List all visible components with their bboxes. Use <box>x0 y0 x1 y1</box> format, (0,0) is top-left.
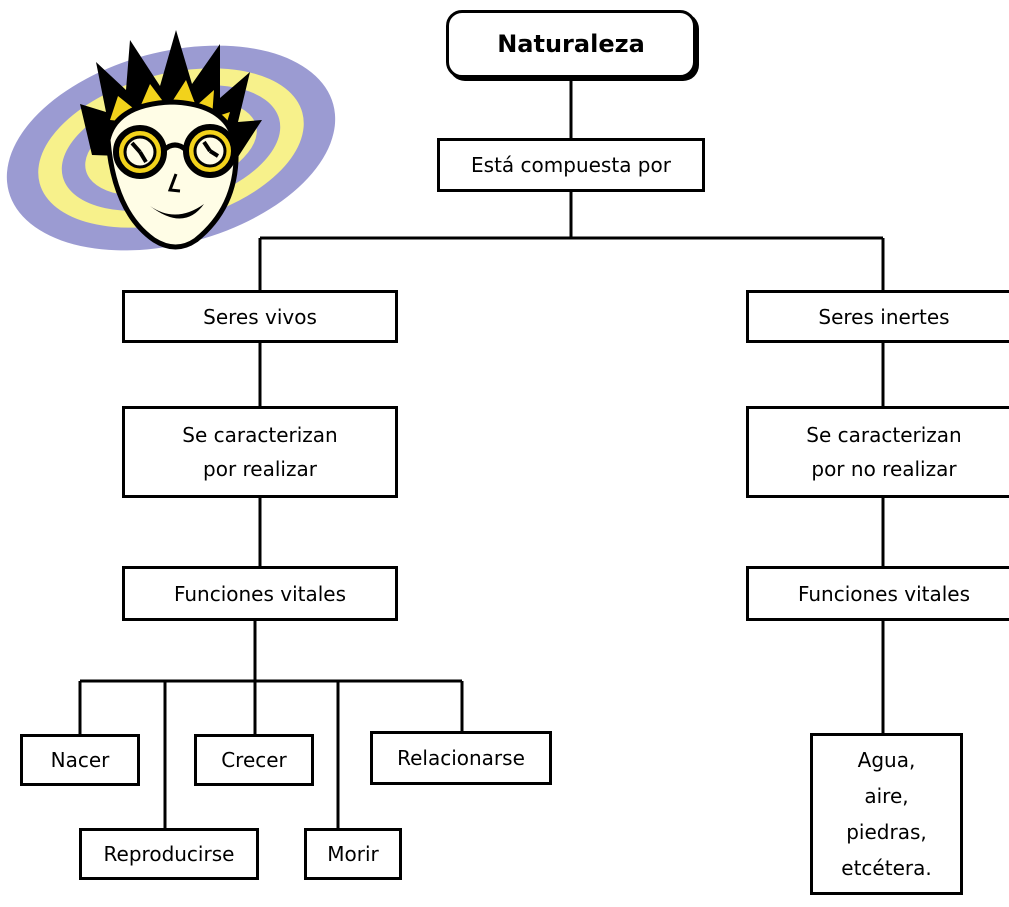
leaf-reproducirse: Reproducirse <box>79 828 259 880</box>
node-left-characterized: Se caracterizan por realizar <box>122 406 398 498</box>
clock-eyes-face-icon <box>6 30 336 251</box>
node-naturaleza: Naturaleza <box>446 10 696 78</box>
node-right-characterized: Se caracterizan por no realizar <box>746 406 1009 498</box>
node-seres-vivos: Seres vivos <box>122 290 398 343</box>
node-examples: Agua, aire, piedras, etcétera. <box>810 733 963 895</box>
node-seres-inertes: Seres inertes <box>746 290 1009 343</box>
leaf-nacer: Nacer <box>20 734 140 786</box>
leaf-morir: Morir <box>304 828 402 880</box>
leaf-relacionarse: Relacionarse <box>370 731 552 785</box>
node-right-functions: Funciones vitales <box>746 566 1009 621</box>
leaf-crecer: Crecer <box>194 734 314 786</box>
connector-lines <box>78 78 885 828</box>
node-left-functions: Funciones vitales <box>122 566 398 621</box>
node-esta-compuesta-por: Está compuesta por <box>437 138 705 192</box>
